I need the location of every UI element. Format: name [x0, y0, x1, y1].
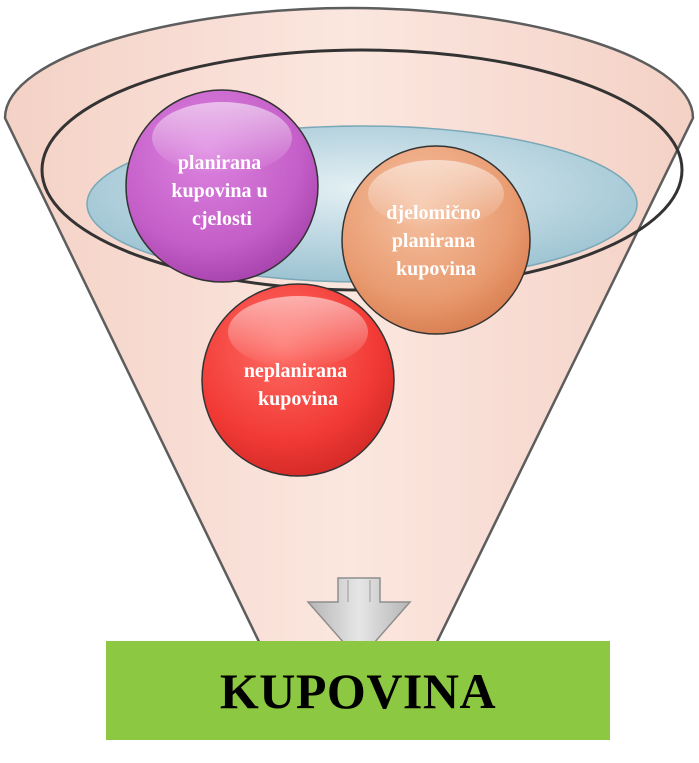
bubble-planned-line-2: kupovina u [171, 180, 267, 202]
bubble-unplanned-line-2: kupovina [258, 388, 338, 410]
svg-text:djelomično planirana: djelomično planirana kupovina [386, 202, 485, 280]
bubble-partially-planned-line-3: kupovina [396, 258, 476, 280]
svg-text:planirana kupovina u: planirana kupovina u cjelosti [171, 152, 272, 230]
bubble-partially-planned-line-1: djelomično [386, 202, 480, 224]
bubble-planned: planirana kupovina u cjelosti [125, 89, 319, 283]
bubble-unplanned-line-1: neplanirana [244, 360, 347, 382]
bubble-unplanned: neplanirana kupovina [201, 283, 395, 477]
bubble-partially-planned: djelomično planirana kupovina [341, 145, 531, 335]
down-arrow-icon [306, 577, 412, 662]
purchase-result-label: KUPOVINA [219, 662, 497, 719]
bubble-planned-line-1: planirana [178, 152, 261, 174]
bubble-planned-line-3: cjelosti [192, 208, 252, 230]
svg-text:neplanirana kupovina: neplanirana kupovina [244, 360, 352, 410]
purchase-result-box: KUPOVINA [106, 641, 610, 740]
bubble-partially-planned-line-2: planirana [392, 230, 475, 252]
